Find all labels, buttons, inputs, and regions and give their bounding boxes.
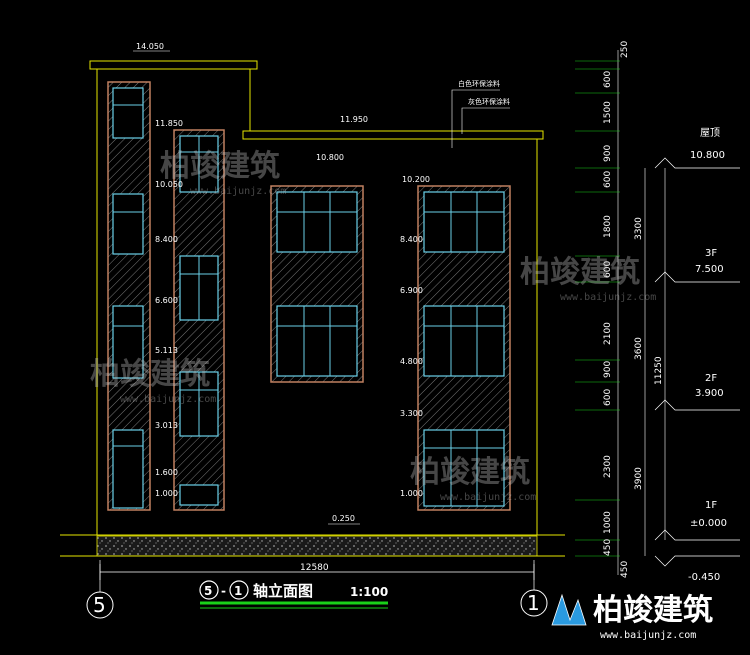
- level-label: 11.950: [340, 115, 368, 124]
- level-label: 4.800: [400, 357, 423, 366]
- axis-bubbles: 5 1: [86, 560, 548, 619]
- floor-level: 7.500: [695, 264, 724, 275]
- level-label: 3.013: [155, 421, 178, 430]
- level-label: 0.250: [332, 514, 355, 523]
- dim-value: 3900: [634, 467, 644, 490]
- title-text: 轴立面图: [253, 582, 313, 600]
- level-label: 1.000: [155, 489, 178, 498]
- watermarks: 柏竣建筑 www.baijunjz.com 柏竣建筑 www.baijunjz.…: [90, 149, 656, 503]
- axis-label-left: 5: [93, 593, 106, 617]
- dim-value: 1000: [603, 511, 613, 534]
- dim-value: 600: [603, 261, 613, 278]
- watermark-text: 柏竣建筑: [410, 455, 530, 490]
- watermark-text: 柏竣建筑: [520, 255, 640, 290]
- dim-value: 3600: [634, 337, 644, 360]
- level-label: 10.050: [155, 180, 183, 189]
- level-label: 11.850: [155, 119, 183, 128]
- dim-value: 600: [603, 171, 613, 188]
- title-axis-from: 5: [204, 584, 212, 598]
- level-label: 6.600: [155, 296, 178, 305]
- dim-value: 11250: [654, 356, 664, 385]
- level-label: 8.400: [400, 235, 423, 244]
- title-axis-to: 1: [234, 584, 242, 598]
- dim-value: 450: [620, 561, 630, 578]
- dim-value: 600: [603, 71, 613, 88]
- axis-label-right: 1: [527, 591, 540, 615]
- floor-name: 1F: [705, 500, 717, 511]
- dim-value: 1800: [603, 215, 613, 238]
- note-text: 白色环保涂料: [458, 79, 500, 88]
- svg-text:-: -: [221, 584, 226, 598]
- watermark-url: www.baijunjz.com: [560, 292, 656, 303]
- dim-value: 2300: [603, 455, 613, 478]
- right-dimension-chain: [575, 50, 666, 575]
- floor-markers: 屋顶 10.800 3F 7.500 2F 3.900 1F ±0.000 -0…: [654, 127, 740, 583]
- dim-value: 3300: [634, 217, 644, 240]
- note-text: 灰色环保涂料: [468, 97, 510, 106]
- level-label: 3.300: [400, 409, 423, 418]
- right-dimension-values: 250 600 1500 900 600 1800 600 2100 900 6…: [603, 41, 664, 578]
- grade-level: -0.450: [688, 572, 720, 583]
- dim-value: 600: [603, 389, 613, 406]
- level-label: 1.600: [155, 468, 178, 477]
- floor-level: 10.800: [690, 150, 725, 161]
- building-outline: [60, 60, 565, 536]
- dim-total-width: 12580: [300, 563, 329, 573]
- dim-value: 450: [603, 539, 613, 556]
- logo-text: 柏竣建筑: [593, 593, 713, 628]
- logo-mark-icon: [551, 593, 587, 626]
- floor-level: ±0.000: [690, 518, 727, 529]
- watermark-text: 柏竣建筑: [90, 357, 210, 392]
- dim-value: 900: [603, 361, 613, 378]
- level-label: 10.200: [402, 175, 430, 184]
- brand-logo: 柏竣建筑 www.baijunjz.com: [551, 593, 713, 641]
- level-label: 10.800: [316, 153, 344, 162]
- watermark-url: www.baijunjz.com: [120, 394, 216, 405]
- level-label: 5.113: [155, 346, 178, 355]
- title-scale: 1:100: [350, 585, 388, 599]
- dim-value: 2100: [603, 322, 613, 345]
- level-label: 1.000: [400, 489, 423, 498]
- level-roof-top: 14.050: [136, 42, 164, 51]
- window-column-second: [173, 129, 225, 511]
- watermark-text: 柏竣建筑: [160, 149, 280, 184]
- watermark-url: www.baijunjz.com: [440, 492, 536, 503]
- dim-value: 1500: [603, 101, 613, 124]
- window-column-right: [417, 185, 511, 511]
- level-label: 6.900: [400, 286, 423, 295]
- floor-name: 2F: [705, 373, 717, 384]
- material-notes: 白色环保涂料 灰色环保涂料: [451, 79, 510, 148]
- level-label: 8.400: [155, 235, 178, 244]
- ground-strip: [96, 535, 538, 557]
- level-labels: 14.050 11.850 11.950 10.800 10.200 10.05…: [133, 42, 430, 525]
- floor-name: 屋顶: [700, 127, 720, 139]
- bottom-dimension: 12580: [99, 563, 535, 580]
- floor-name: 3F: [705, 248, 717, 259]
- window-column-left: [107, 81, 151, 511]
- drawing-title: 5 - 1 轴立面图 1:100: [199, 580, 388, 609]
- watermark-url: www.baijunjz.com: [190, 186, 286, 197]
- dim-value: 900: [603, 145, 613, 162]
- floor-level: 3.900: [695, 388, 724, 399]
- dim-value: 250: [620, 41, 630, 58]
- logo-url: www.baijunjz.com: [600, 630, 696, 641]
- window-column-middle: [270, 185, 364, 383]
